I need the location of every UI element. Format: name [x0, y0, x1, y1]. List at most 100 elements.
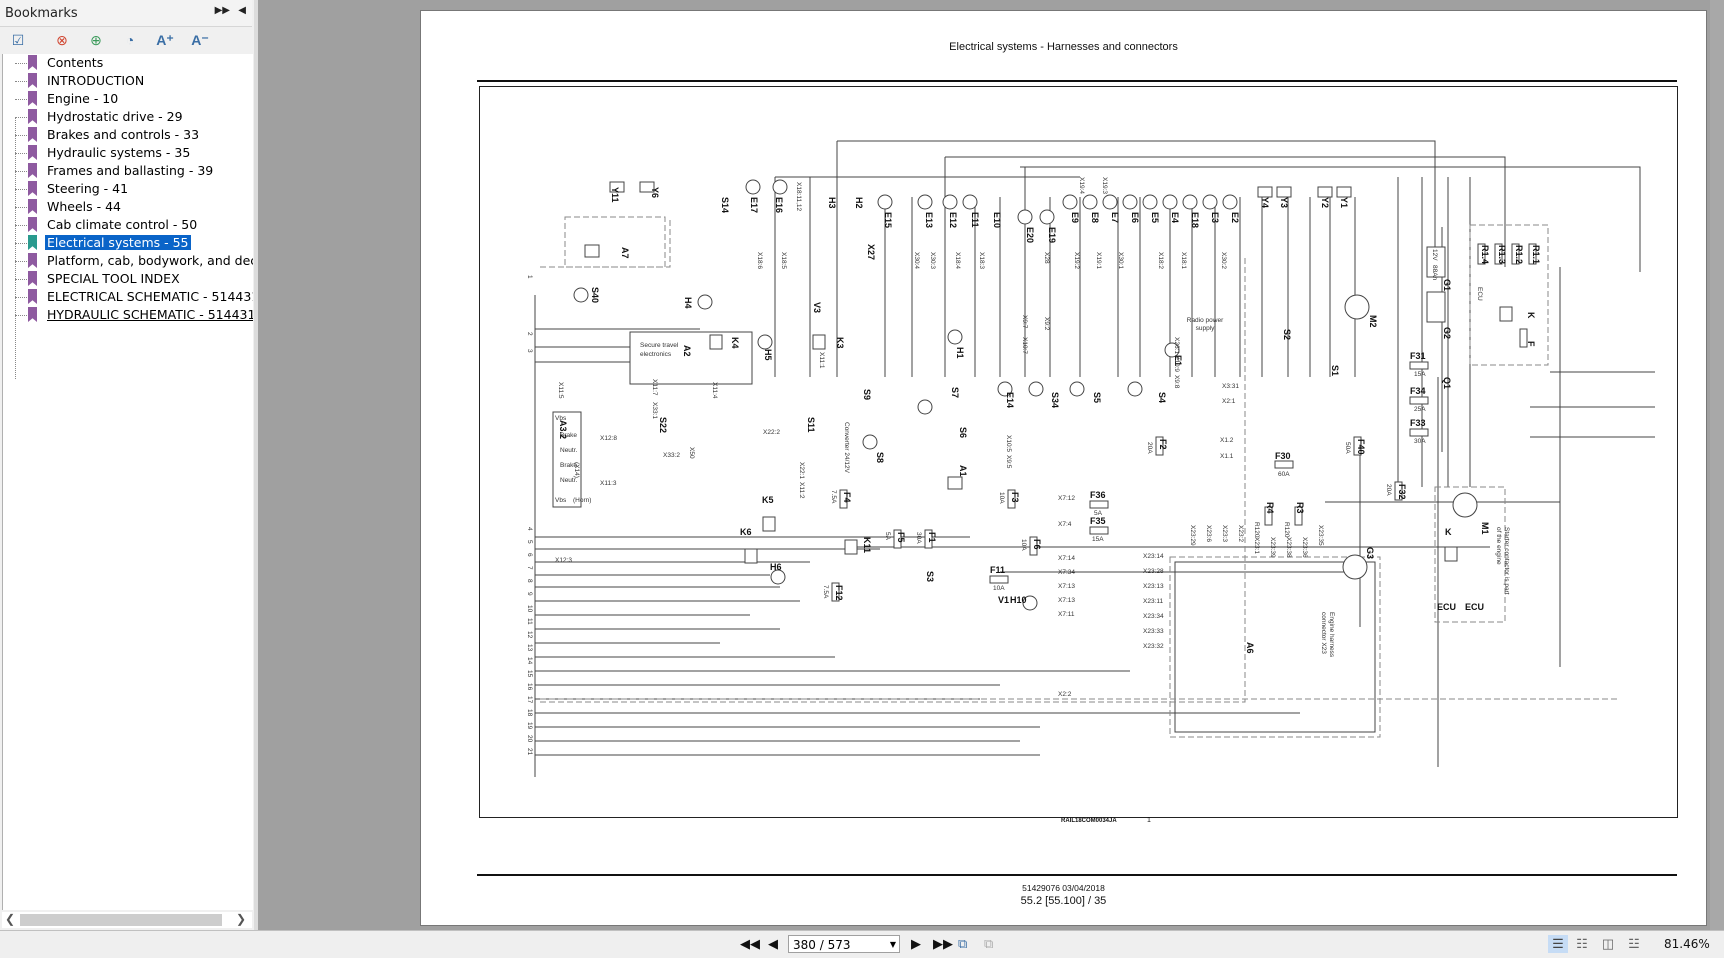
bookmark-steering[interactable]: Steering - 41	[3, 180, 253, 198]
scrollbar-thumb[interactable]	[20, 914, 222, 926]
single-page-icon[interactable]: ☰	[1548, 935, 1568, 953]
chevron-down-icon[interactable]: ▼	[889, 940, 896, 949]
component-label: R1.2	[1514, 245, 1524, 265]
connector-label: X1.2	[1220, 437, 1234, 444]
bookmark-hydraulic-systems[interactable]: Hydraulic systems - 35	[3, 144, 253, 162]
horizontal-scrollbar[interactable]: ❮ ❯	[2, 912, 252, 928]
component-label: E5	[1150, 212, 1160, 224]
vertical-scrollbar[interactable]	[1710, 0, 1724, 930]
connector-label: X23:32	[1143, 643, 1164, 650]
connector-label: X7:34	[1058, 569, 1075, 576]
bookmark-hydraulic-schematic[interactable]: HYDRAULIC SCHEMATIC - 51443109	[3, 306, 253, 324]
connector-label: X9:7	[1021, 315, 1028, 329]
component-label: S4	[1157, 392, 1167, 404]
component-label: H6	[770, 562, 782, 572]
component-label: Y4	[1260, 197, 1270, 209]
connector-label: X19:1	[1095, 252, 1102, 269]
connector-label: X26:1	[1173, 337, 1180, 354]
connector-label: X23:28	[1143, 568, 1164, 575]
schematic-wiring	[534, 140, 1655, 777]
previous-page-icon[interactable]: ◀	[768, 936, 778, 951]
facing-pages-icon[interactable]: ◫	[1601, 936, 1615, 951]
connector-label: X11:1	[818, 352, 825, 369]
bookmark-brakes-controls[interactable]: Brakes and controls - 33	[3, 126, 253, 144]
connector-label: X19:2	[1073, 252, 1080, 269]
scroll-right-icon[interactable]: ❯	[235, 912, 246, 926]
previous-view-icon[interactable]: ⧉	[958, 936, 968, 951]
bookmark-cab-climate[interactable]: Cab climate control - 50	[3, 216, 253, 234]
connector-label: X7:14	[1058, 555, 1075, 562]
connector-label: X22:1	[798, 462, 805, 479]
fuse-label: F1	[927, 532, 937, 543]
bookmark-wheels[interactable]: Wheels - 44	[3, 198, 253, 216]
first-page-icon[interactable]: ◀◀	[740, 936, 760, 951]
component-label: X27	[866, 244, 876, 261]
wire-number: 15	[526, 670, 533, 678]
fuse-rating: 5A	[1094, 510, 1102, 517]
component-label: S34	[1050, 392, 1060, 409]
fuse-rating: 50A	[1344, 442, 1351, 454]
last-page-icon[interactable]: ▶▶	[933, 936, 953, 951]
bookmark-platform-cab[interactable]: Platform, cab, bodywork, and decals -	[3, 252, 253, 270]
bookmarks-pane: Bookmarks ▶▶ ◀ ☑ ⊗ ⊕ ◔ A⁺ A⁻ Contents IN…	[0, 0, 255, 930]
continuous-page-icon[interactable]: ☷	[1576, 936, 1588, 951]
component-label: S5	[1092, 392, 1102, 404]
fuse-label: F6	[1032, 539, 1042, 550]
radio-supply-label: Radio power supply	[1186, 317, 1224, 332]
bookmark-icon	[28, 181, 37, 196]
zoom-level[interactable]: 81.46%	[1664, 937, 1710, 951]
decrease-font-icon[interactable]: A⁻	[191, 32, 209, 48]
component-label: Y3	[1279, 197, 1289, 209]
component-label: E3	[1210, 212, 1220, 224]
bookmark-introduction[interactable]: INTRODUCTION	[3, 72, 253, 90]
go-to-bookmark-icon[interactable]: ◔	[125, 32, 135, 48]
component-label: E20	[1025, 227, 1035, 244]
connector-label: X33:2	[663, 452, 680, 459]
next-view-icon[interactable]: ⧉	[984, 936, 994, 951]
pin-label: Brake	[560, 432, 577, 439]
component-label: H5	[763, 349, 773, 361]
double-chevron-right-icon[interactable]: ▶▶	[214, 5, 230, 16]
continuous-facing-icon[interactable]: ☳	[1628, 936, 1640, 951]
fuse-label: F35	[1090, 516, 1106, 526]
connector-label: X7:13	[1058, 583, 1075, 590]
wire-number: 10	[526, 605, 533, 613]
fuse-label: F40	[1356, 439, 1366, 455]
fuse-rating: 7.5A	[822, 585, 829, 599]
bookmark-frames-ballasting[interactable]: Frames and ballasting - 39	[3, 162, 253, 180]
bookmark-engine[interactable]: Engine - 10	[3, 90, 253, 108]
bookmark-hydrostatic-drive[interactable]: Hydrostatic drive - 29	[3, 108, 253, 126]
connector-label: X10:5	[1005, 435, 1012, 452]
component-label: K11	[862, 537, 872, 554]
pane-splitter[interactable]	[254, 0, 258, 930]
bookmark-electrical-schematic[interactable]: ELECTRICAL SCHEMATIC - 51443110	[3, 288, 253, 306]
bookmark-label: Platform, cab, bodywork, and decals -	[47, 253, 253, 268]
bookmark-contents[interactable]: Contents	[3, 54, 253, 72]
component-label: S8	[875, 452, 885, 464]
delete-bookmark-icon[interactable]: ⊗	[56, 32, 68, 48]
add-bookmark-icon[interactable]: ⊕	[90, 32, 102, 48]
wire-number: 19	[526, 722, 533, 730]
document-viewport: Electrical systems - Harnesses and conne…	[258, 0, 1724, 930]
component-label: M1	[1480, 522, 1490, 535]
increase-font-icon[interactable]: A⁺	[156, 32, 174, 48]
bookmark-label: Cab climate control - 50	[47, 217, 198, 232]
bookmark-icon	[28, 271, 37, 286]
fuse-rating: 30A	[1414, 438, 1426, 445]
connector-label: X18:11,12	[795, 182, 802, 212]
wire-number: 4	[526, 527, 533, 531]
battery-capacity: 88Ah	[1431, 265, 1438, 281]
fuse-rating: 7.5A	[830, 490, 837, 504]
component-label: V3	[812, 302, 822, 314]
footer-rule	[477, 874, 1677, 876]
bookmark-electrical-systems[interactable]: Electrical systems - 55	[3, 234, 253, 252]
scroll-left-icon[interactable]: ❮	[5, 912, 16, 926]
page-number-input[interactable]: 380 / 573 ▼	[788, 935, 900, 953]
next-page-icon[interactable]: ▶	[911, 936, 921, 951]
chevron-left-icon[interactable]: ◀	[238, 5, 246, 16]
bookmark-special-tool-index[interactable]: SPECIAL TOOL INDEX	[3, 270, 253, 288]
component-label: E8	[1090, 212, 1100, 224]
wire-number: 17	[526, 696, 533, 704]
expand-all-icon[interactable]: ☑	[11, 32, 25, 48]
bookmarks-title: Bookmarks	[5, 6, 78, 21]
